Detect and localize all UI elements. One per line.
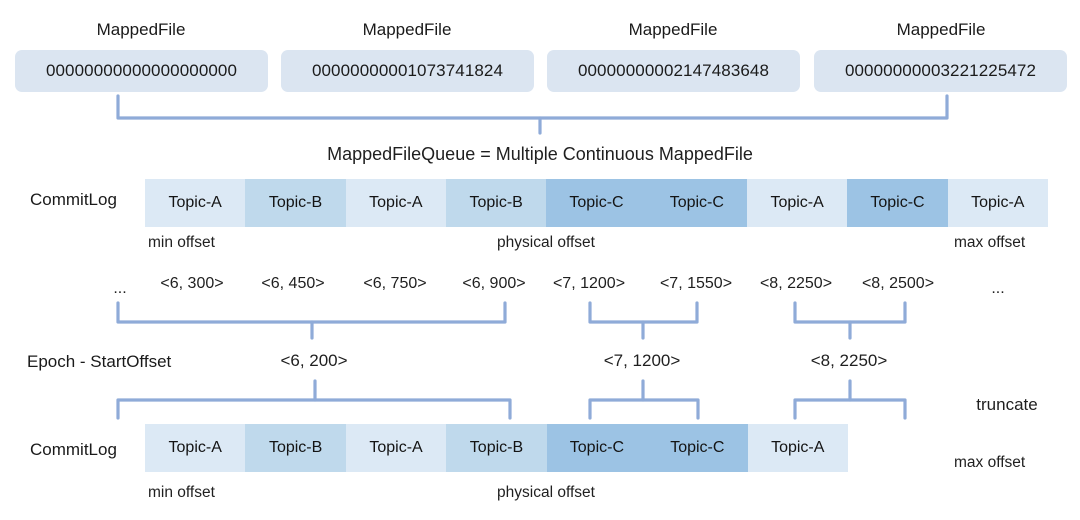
truncate-bracket-1 <box>116 398 512 420</box>
commitlog-bottom-cell: Topic-B <box>446 424 547 472</box>
commitlog-top-cell: Topic-B <box>245 179 346 227</box>
offset-pair-4: <6, 900> <box>462 275 526 292</box>
offset-pair-5: <7, 1200> <box>552 275 626 292</box>
epoch-bracket-1 <box>116 301 507 324</box>
commitlog-bottom-label: CommitLog <box>30 440 117 459</box>
commitlog-top-cell: Topic-B <box>445 179 547 227</box>
commitlog-bottom-max-offset: max offset <box>954 454 1026 471</box>
offset-leading-ellipsis: ... <box>113 280 127 297</box>
mappedfile-label-1: MappedFile <box>96 20 186 39</box>
commitlog-bottom-cell: Topic-C <box>647 424 748 472</box>
commitlog-bottom-physical-offset: physical offset <box>497 484 595 501</box>
epoch-bracket-3 <box>793 301 907 324</box>
offset-pair-1: <6, 300> <box>160 275 224 292</box>
commitlog-top-cell: Topic-C <box>646 179 747 227</box>
commitlog-top-physical-offset: physical offset <box>497 234 595 251</box>
epoch-entry-2: <7, 1200> <box>603 351 681 370</box>
commitlog-bottom-cell: Topic-A <box>345 424 447 472</box>
commitlog-top-cell: Topic-A <box>345 179 446 227</box>
commitlog-bottom-cell: Topic-A <box>747 424 848 472</box>
epoch-entry-1: <6, 200> <box>280 351 348 370</box>
mappedfile-box-1: 00000000000000000000 <box>15 50 268 92</box>
offset-pair-8: <8, 2500> <box>861 275 935 292</box>
mappedfile-label-4: MappedFile <box>896 20 986 39</box>
mappedfilequeue-bracket <box>116 94 949 120</box>
offset-pair-2: <6, 450> <box>261 275 325 292</box>
mappedfile-box-2: 00000000001073741824 <box>281 50 534 92</box>
offset-trailing-ellipsis: ... <box>991 280 1005 297</box>
commitlog-top-max-offset: max offset <box>954 234 1026 251</box>
truncate-bracket-3 <box>793 398 907 420</box>
commitlog-top-cell: Topic-A <box>145 179 246 227</box>
offset-pair-7: <8, 2250> <box>759 275 833 292</box>
truncate-label: truncate <box>976 395 1038 414</box>
commitlog-bottom-cell: Topic-A <box>145 424 246 472</box>
mappedfilequeue-caption: MappedFileQueue = Multiple Continuous Ma… <box>327 144 753 164</box>
epoch-entry-3: <8, 2250> <box>810 351 888 370</box>
truncate-bracket-2 <box>588 398 700 420</box>
mappedfile-label-2: MappedFile <box>362 20 452 39</box>
commitlog-top-cell: Topic-A <box>746 179 848 227</box>
commitlog-top-label: CommitLog <box>30 190 117 209</box>
epoch-startoffset-label: Epoch - StartOffset <box>27 352 172 371</box>
mappedfile-box-4: 00000000003221225472 <box>814 50 1067 92</box>
commitlog-top-cell: Topic-C <box>546 179 647 227</box>
commitlog-top-min-offset: min offset <box>148 234 215 251</box>
offset-pair-6: <7, 1550> <box>659 275 733 292</box>
epoch-bracket-2 <box>588 301 699 324</box>
commitlog-top-cell: Topic-A <box>947 179 1048 227</box>
mappedfile-label-3: MappedFile <box>628 20 718 39</box>
mappedfile-box-3: 00000000002147483648 <box>547 50 800 92</box>
offset-pair-3: <6, 750> <box>363 275 427 292</box>
commitlog-bottom-cell: Topic-B <box>245 424 346 472</box>
commitlog-bottom-min-offset: min offset <box>148 484 215 501</box>
commitlog-top-cell: Topic-C <box>847 179 948 227</box>
commitlog-bottom-cell: Topic-C <box>546 424 648 472</box>
